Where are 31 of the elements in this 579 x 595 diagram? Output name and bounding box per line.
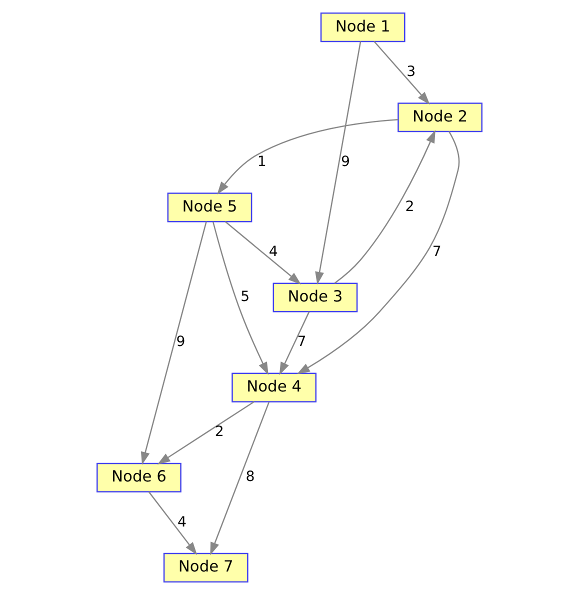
edge-label: 7: [297, 334, 306, 350]
arrow: [217, 118, 398, 195]
node-box: Node 4: [232, 372, 317, 402]
arrow: [212, 222, 268, 376]
node-box: Node 7: [163, 552, 248, 582]
edge-label: 4: [178, 514, 187, 530]
node-box: Node 6: [96, 462, 182, 492]
arrow: [224, 221, 302, 284]
arrow: [148, 491, 198, 555]
arrow: [157, 401, 254, 464]
node-box: Node 2: [398, 102, 482, 132]
edge-label: 9: [176, 334, 186, 350]
arrow: [315, 41, 362, 285]
node-box: Node 1: [320, 12, 406, 42]
edge-label: 7: [432, 244, 442, 260]
edge-label: 3: [406, 64, 416, 80]
arrow: [210, 402, 270, 556]
arrow: [374, 41, 430, 105]
arrow: [140, 221, 207, 465]
arrow: [334, 130, 436, 284]
edge-label: 9: [340, 154, 350, 170]
arrow: [296, 131, 460, 374]
edge-label: 4: [268, 244, 278, 260]
node-box: Node 3: [272, 282, 358, 312]
edge-label: 2: [405, 199, 414, 216]
edge-label: 5: [240, 289, 250, 306]
node-box: Node 5: [167, 192, 252, 222]
arrow: [279, 311, 310, 376]
edge-label: 8: [246, 469, 255, 486]
edge-label: 1: [257, 154, 266, 170]
edge-label: 2: [214, 424, 224, 440]
